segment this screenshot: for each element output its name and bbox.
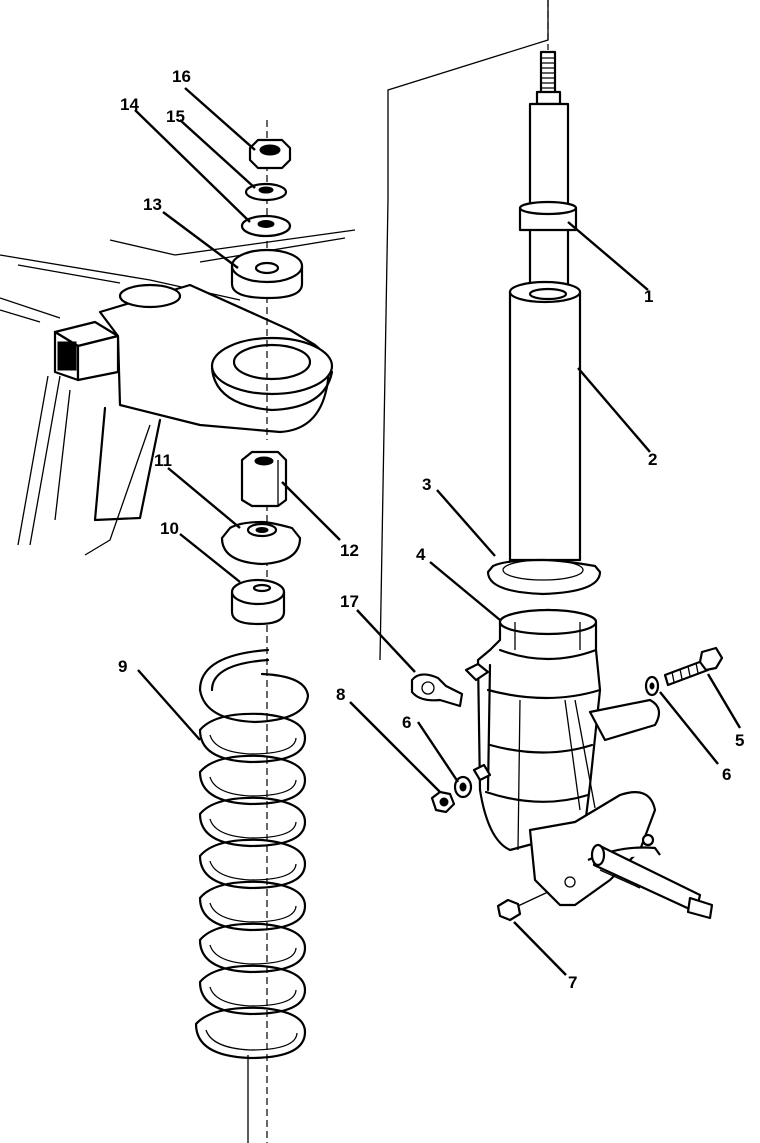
part-6-washer-left — [453, 775, 473, 799]
callout-4: 4 — [416, 545, 426, 564]
callout-5: 5 — [735, 731, 744, 750]
part-1-rod-ring — [518, 200, 578, 232]
callout-14: 14 — [120, 95, 139, 114]
callout-2: 2 — [648, 450, 657, 469]
part-11-spring-seat — [220, 520, 302, 566]
callout-17: 17 — [340, 592, 359, 611]
part-17-brake-line-clip — [410, 673, 464, 708]
part-6-washer-right — [644, 675, 660, 697]
part-7-bolt — [496, 891, 549, 922]
callout-15: 15 — [166, 107, 185, 126]
part-13-upper-bushing — [230, 248, 304, 300]
callout-3: 3 — [422, 475, 431, 494]
callout-11: 11 — [154, 451, 172, 470]
callout-labels: 1 2 3 4 5 6 6 7 8 9 10 11 12 13 14 15 16… — [118, 67, 744, 992]
part-5-bolt — [663, 646, 724, 687]
part-16-top-nut — [248, 138, 292, 170]
part-15-lock-washer — [244, 182, 288, 202]
callout-6-left: 6 — [402, 713, 411, 732]
part-14-flat-washer — [240, 214, 292, 238]
callout-6-right: 6 — [722, 765, 731, 784]
part-3-spring-seat-plate — [486, 558, 602, 596]
part-4-strut-housing — [464, 608, 714, 920]
leader-lines — [134, 87, 742, 976]
callout-10: 10 — [160, 519, 179, 538]
part-10-lower-bushing — [230, 578, 286, 626]
part-2-strut — [508, 50, 582, 562]
callout-13: 13 — [143, 195, 162, 214]
frame-bracket — [0, 229, 356, 556]
part-9-coil-spring — [194, 648, 310, 1060]
callout-9: 9 — [118, 657, 127, 676]
callout-8: 8 — [336, 685, 345, 704]
callout-1: 1 — [644, 287, 653, 306]
callout-16: 16 — [172, 67, 191, 86]
part-8-nut — [430, 790, 456, 814]
callout-7: 7 — [568, 973, 577, 992]
part-12-spacer — [240, 450, 288, 508]
callout-12: 12 — [340, 541, 359, 560]
